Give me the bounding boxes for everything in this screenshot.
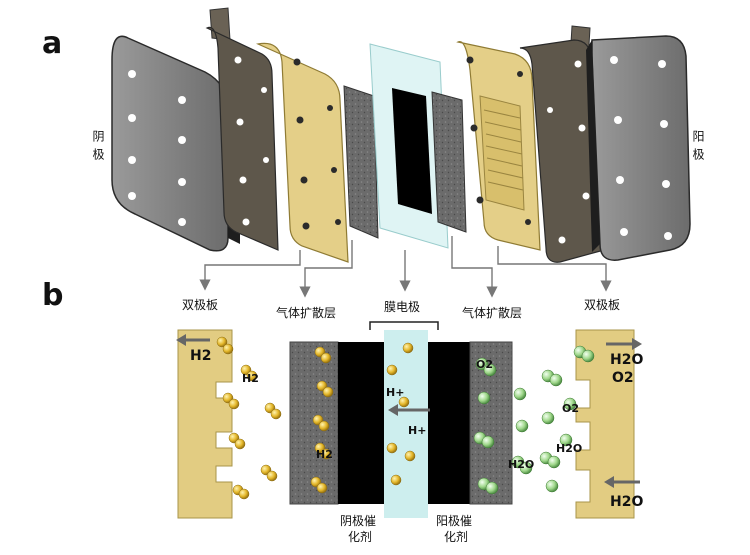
mea-bracket	[369, 321, 439, 330]
o2-outlet-label: O2	[612, 370, 634, 386]
hplus-label-2: H+	[408, 424, 427, 437]
hplus-label-1: H+	[386, 386, 405, 399]
o2-label-1: O2	[476, 358, 494, 371]
flow-arrows	[176, 334, 642, 488]
cathode-label: 阴极	[91, 130, 105, 166]
leader-lines	[199, 236, 612, 298]
right-gdl-sheet	[431, 91, 467, 233]
cathode-catalyst-label-1: 阴极催	[340, 514, 377, 528]
right-gasket	[456, 40, 541, 251]
panel-b-letter: b	[42, 278, 64, 313]
o2-label-2: O2	[562, 402, 580, 415]
left-gdl-sheet	[343, 85, 379, 239]
anode-catalyst-label-1: 阳极催	[436, 514, 473, 528]
h2-inlet-label: H2	[190, 348, 212, 364]
bipolar-plate-left-label: 双极板	[182, 298, 219, 312]
h2o-inlet-label: H2O	[610, 494, 644, 510]
panel-a-letter: a	[42, 26, 63, 61]
anode-catalyst-label-2: 化剂	[444, 530, 469, 544]
gdl-right-label: 气体扩散层	[462, 306, 523, 320]
gdl-left-label: 气体扩散层	[276, 306, 337, 320]
h2o-outlet-label: H2O	[610, 352, 644, 368]
anode-catalyst-layer	[428, 342, 470, 504]
left-gasket	[255, 42, 349, 263]
h2-label-1: H2	[242, 372, 259, 385]
h2o-label-1: H2O	[556, 442, 583, 455]
left-bipolar-section	[177, 329, 233, 519]
right-end-plate	[586, 35, 691, 261]
h2-label-2: H2	[316, 448, 333, 461]
bipolar-plate-right-label: 双极板	[584, 298, 621, 312]
right-bipolar-section	[575, 329, 635, 519]
h2o-label-2: H2O	[508, 458, 535, 471]
exploded-view	[111, 7, 691, 298]
membrane-electrode-label: 膜电极	[384, 300, 421, 314]
oxygen-water-molecules	[473, 345, 595, 495]
membrane-section	[384, 330, 428, 518]
cross-section	[176, 321, 642, 519]
hydrogen-molecules	[216, 336, 416, 500]
left-bipolar-plate	[205, 7, 279, 251]
cathode-catalyst-label-2: 化剂	[348, 530, 373, 544]
membrane-sheet	[369, 43, 449, 249]
cathode-catalyst-layer	[338, 342, 384, 504]
anode-label: 阳极	[691, 130, 705, 166]
